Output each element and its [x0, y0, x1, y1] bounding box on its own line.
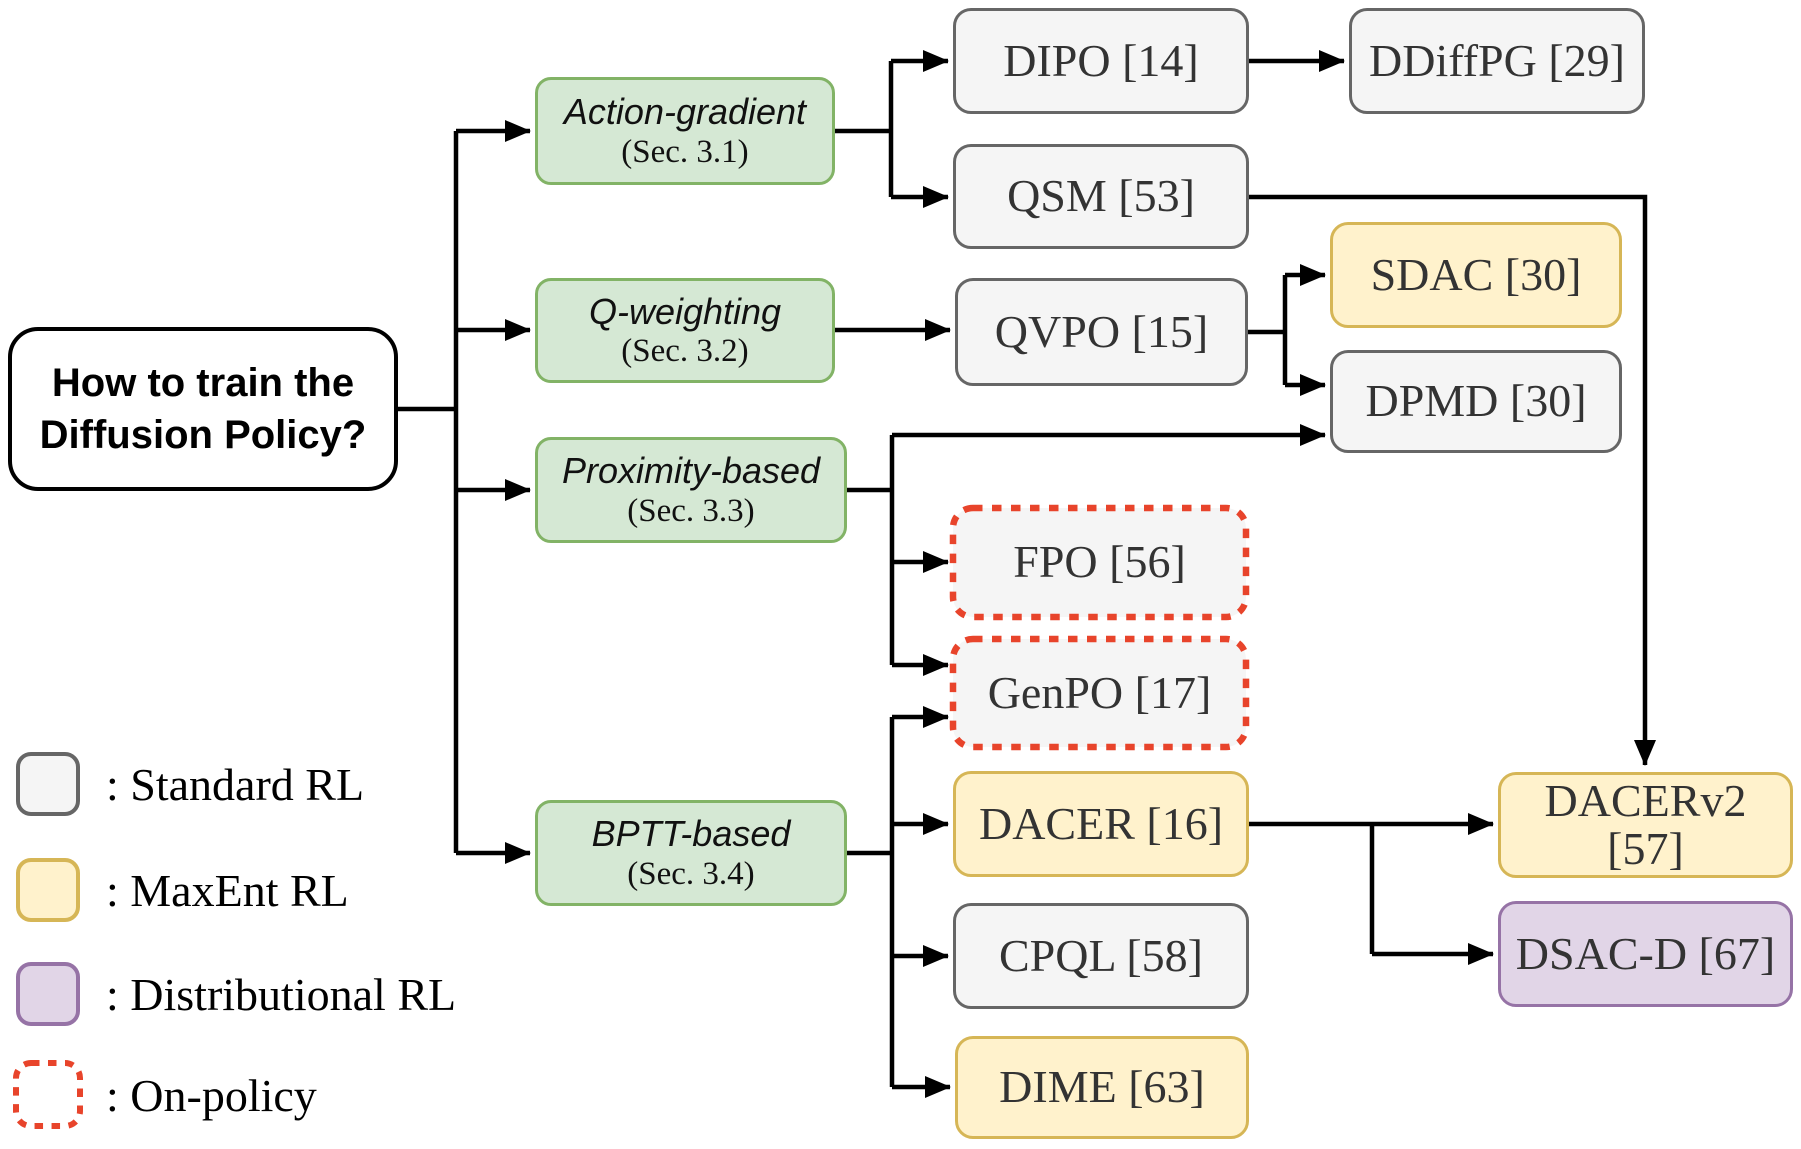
category-title: BPTT-based	[591, 813, 791, 855]
node-label: DIME [63]	[999, 1061, 1205, 1113]
node-dpmd: DPMD [30]	[1330, 350, 1622, 453]
legend-swatch-distributional-rl	[16, 962, 80, 1026]
category-section: (Sec. 3.2)	[621, 333, 749, 370]
category-title: Proximity-based	[561, 450, 821, 492]
edge-action-branch	[835, 61, 894, 197]
legend-label: : Standard RL	[106, 758, 365, 810]
root-question-node: How to train the Diffusion Policy?	[8, 327, 398, 491]
node-label: GenPO [17]	[987, 666, 1212, 718]
category-action-gradient: Action-gradient (Sec. 3.1)	[535, 77, 835, 185]
node-qvpo: QVPO [15]	[955, 278, 1248, 386]
category-section: (Sec. 3.4)	[627, 855, 755, 892]
node-sdac: SDAC [30]	[1330, 222, 1622, 328]
node-label: DACER [16]	[978, 797, 1224, 849]
category-title: Action-gradient	[563, 91, 807, 133]
legend-swatch-standard-rl	[16, 752, 80, 816]
legend-label: : On-policy	[106, 1069, 317, 1121]
legend-label: : Distributional RL	[106, 968, 457, 1020]
node-label: CPQL [58]	[998, 929, 1203, 981]
legend-item-standard-rl: : Standard RL	[16, 752, 364, 816]
edge-bptt-branch	[847, 717, 895, 1087]
category-proximity-based: Proximity-based (Sec. 3.3)	[535, 437, 847, 543]
category-bptt-based: BPTT-based (Sec. 3.4)	[535, 800, 847, 906]
node-ddiffpg: DDiffPG [29]	[1349, 8, 1645, 114]
legend-item-maxent-rl: : MaxEnt RL	[16, 858, 349, 922]
root-question-line1: How to train the	[51, 361, 355, 405]
edge-proximity-branch	[847, 435, 895, 665]
node-fpo: FPO [56]	[953, 508, 1246, 617]
legend-label: : MaxEnt RL	[106, 864, 349, 916]
node-label: DPMD [30]	[1365, 375, 1587, 427]
node-label: QVPO [15]	[994, 305, 1209, 357]
node-dime: DIME [63]	[955, 1036, 1249, 1139]
legend-item-on-policy: : On-policy	[16, 1063, 317, 1127]
node-genpo: GenPO [17]	[953, 639, 1246, 747]
category-title: Q-weighting	[588, 290, 782, 332]
node-label: DACERv2 [57]	[1544, 774, 1747, 874]
node-dacer: DACER [16]	[953, 771, 1249, 877]
legend-item-distributional-rl: : Distributional RL	[16, 962, 456, 1026]
category-section: (Sec. 3.1)	[621, 133, 749, 170]
node-label: SDAC [30]	[1370, 248, 1582, 300]
node-dsacd: DSAC-D [67]	[1498, 901, 1793, 1007]
node-dipo: DIPO [14]	[953, 8, 1249, 114]
node-label: DDiffPG [29]	[1369, 34, 1625, 86]
legend-swatch-on-policy	[16, 1063, 80, 1127]
category-section: (Sec. 3.3)	[627, 492, 755, 529]
category-q-weighting: Q-weighting (Sec. 3.2)	[535, 278, 835, 383]
node-label: QSM [53]	[1007, 170, 1195, 222]
node-label: DSAC-D [67]	[1515, 927, 1776, 979]
legend-swatch-maxent-rl	[16, 858, 80, 922]
edge-qvpo-branch	[1248, 275, 1288, 385]
node-label: DIPO [14]	[1003, 34, 1199, 86]
node-cpql: CPQL [58]	[953, 903, 1249, 1009]
node-label: FPO [56]	[1013, 536, 1186, 588]
root-question-line2: Diffusion Policy?	[39, 413, 367, 457]
node-dacerv2: DACERv2 [57]	[1498, 772, 1793, 878]
node-qsm: QSM [53]	[953, 144, 1249, 249]
